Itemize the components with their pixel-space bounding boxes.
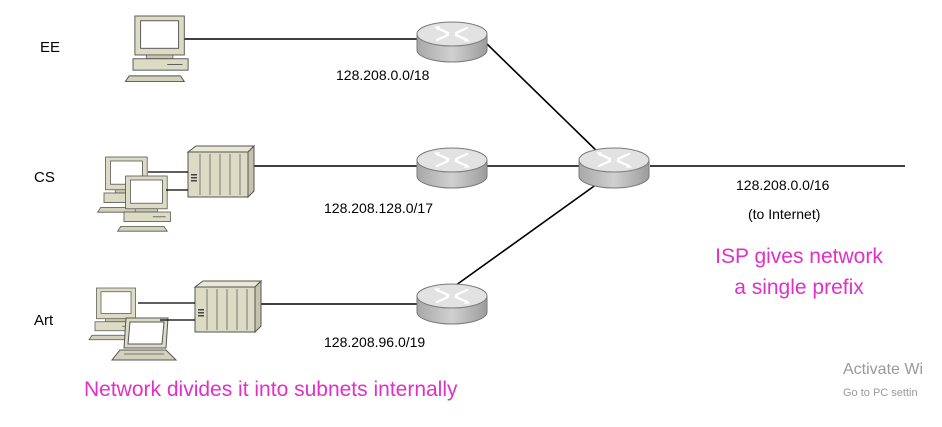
links-cs-lan bbox=[148, 171, 188, 191]
router-icon bbox=[415, 20, 489, 64]
prefix-label-art: 128.208.96.0/19 bbox=[324, 334, 425, 350]
router-icon bbox=[415, 146, 489, 190]
links bbox=[180, 38, 905, 305]
switch-rack-icon bbox=[187, 145, 255, 198]
activation-watermark-subtitle: Go to PC settin bbox=[843, 387, 918, 399]
desktop-computer-icon bbox=[117, 175, 171, 232]
subnets-note: Network divides it into subnets internal… bbox=[84, 378, 458, 401]
desktop-computer-icon bbox=[124, 15, 189, 83]
dept-label-ee: EE bbox=[40, 39, 60, 56]
prefix-label-internet: 128.208.0.0/16 bbox=[736, 177, 830, 193]
switch-rack-icon bbox=[194, 280, 262, 333]
dept-label-art: Art bbox=[34, 312, 54, 329]
dept-label-cs: CS bbox=[34, 169, 55, 186]
isp-note-line2: a single prefix bbox=[734, 276, 864, 299]
activation-watermark-title: Activate Wi bbox=[843, 361, 923, 378]
isp-note-line1: ISP gives network bbox=[715, 245, 883, 268]
link-ee-core bbox=[486, 43, 605, 159]
prefix-label-cs: 128.208.128.0/17 bbox=[324, 200, 433, 216]
link-art-core bbox=[451, 183, 598, 289]
internet-label: (to Internet) bbox=[748, 206, 820, 222]
links-art-lan bbox=[138, 302, 195, 321]
router-icon bbox=[415, 282, 489, 326]
router-icon bbox=[577, 146, 651, 190]
prefix-label-ee: 128.208.0.0/18 bbox=[336, 67, 430, 83]
